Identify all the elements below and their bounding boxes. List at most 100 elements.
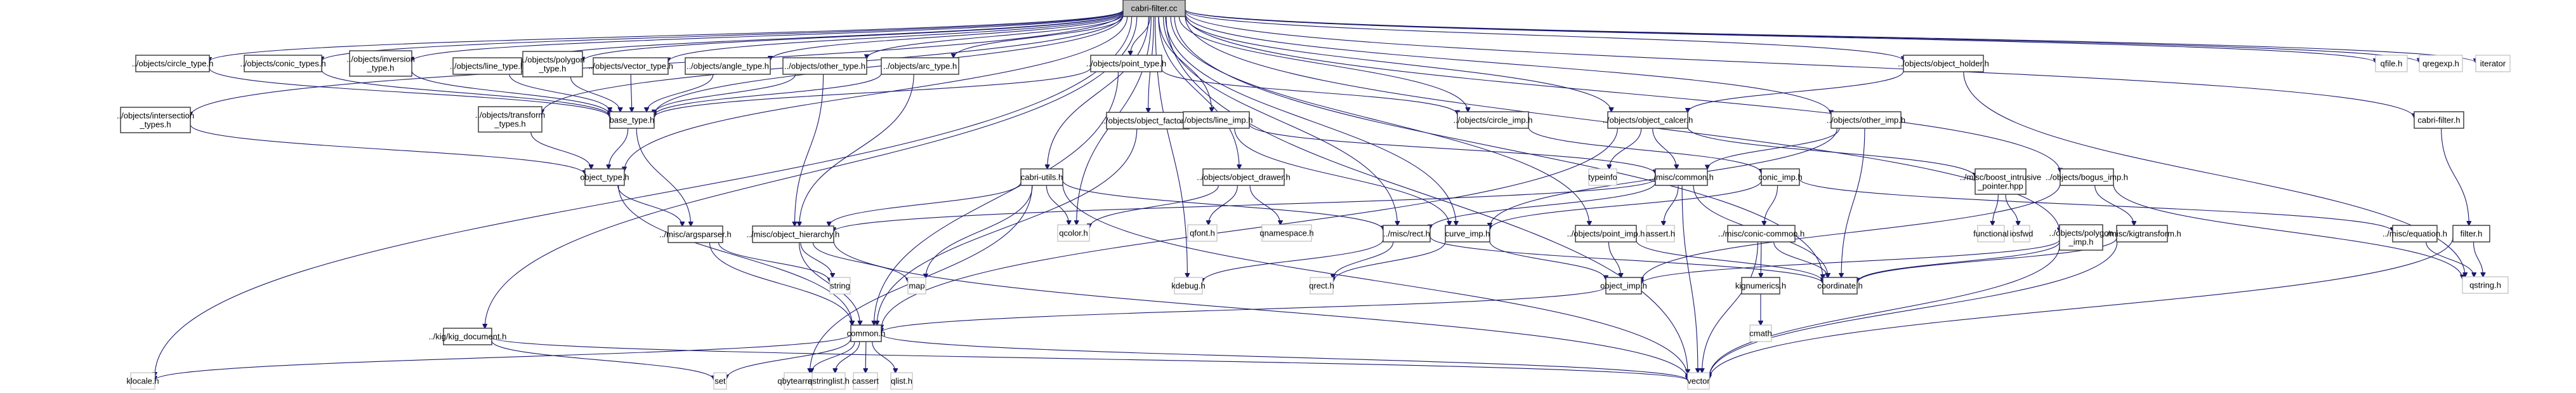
edge-common-to-cassert — [865, 341, 866, 373]
edge-base_type-to-argsparser — [636, 128, 691, 226]
node-object-imp[interactable]: object_imp.h — [1600, 277, 1647, 295]
node-equation[interactable]: ../misc/equation.h — [2382, 225, 2447, 243]
node-label: ../objects/circle_type.h — [132, 59, 214, 69]
node-point-type[interactable]: ../objects/point_type.h — [1086, 55, 1166, 72]
edge-object_factory-to-common — [877, 128, 1138, 325]
node-base-type[interactable]: base_type.h — [609, 111, 655, 129]
edge-object_type-to-argsparser — [617, 185, 683, 226]
node-label: ../misc/kigtransform.h — [2103, 229, 2181, 239]
node-angle-type[interactable]: ../objects/angle_type.h — [685, 57, 771, 75]
node-label: conic_imp.h — [1758, 173, 1802, 182]
edge-root-to-bogus_imp — [1185, 13, 2060, 173]
node-label: functional — [1973, 229, 2009, 239]
node-misc-common[interactable]: ../misc/common.h — [1649, 168, 1714, 186]
node-polygon-imp[interactable]: ../objects/polygon_imp.h — [2049, 224, 2113, 251]
node-label: assert.h — [1646, 229, 1675, 239]
node-label: ../objects/bogus_imp.h — [2046, 173, 2128, 182]
node-box — [850, 324, 882, 342]
node-circle-type[interactable]: ../objects/circle_type.h — [132, 55, 214, 72]
edge-kigtransform-to-vector — [1709, 241, 2118, 377]
node-point-imp[interactable]: ../objects/point_imp.h — [1567, 225, 1645, 243]
node-arc-type[interactable]: ../objects/arc_type.h — [881, 57, 959, 75]
node-string: string — [829, 277, 851, 295]
edge-polygon_type-to-base_type — [570, 76, 620, 112]
node-label: ../misc/common.h — [1649, 173, 1714, 182]
node-conic-imp[interactable]: conic_imp.h — [1758, 168, 1803, 186]
node-label: typeinfo — [1588, 173, 1617, 182]
edge-root-to-vector — [1166, 16, 1688, 373]
edge-root-to-line_imp — [1158, 16, 1212, 112]
node-object-drawer[interactable]: ../objects/object_drawer.h — [1197, 168, 1291, 186]
node-kdebug: kdebug.h — [1171, 277, 1206, 295]
node-argsparser[interactable]: ../misc/argsparser.h — [659, 225, 732, 243]
edge-kigtransform-to-coordinate — [1857, 237, 2117, 283]
node-label: qcolor.h — [1059, 229, 1088, 238]
node-label: cmath — [1749, 329, 1771, 338]
node-kigtransform[interactable]: ../misc/kigtransform.h — [2103, 225, 2181, 243]
node-root[interactable]: cabri-filter.cc — [1122, 0, 1186, 17]
node-object-calcer[interactable]: ../objects/object_calcer.h — [1603, 111, 1693, 129]
edge-conic_common-to-vector — [1702, 241, 1758, 373]
node-label: kignumerics.h — [1735, 281, 1786, 291]
node-line-imp[interactable]: ../objects/line_imp.h — [1180, 111, 1253, 129]
edge-circle_type-to-base_type — [209, 67, 610, 117]
node-conic-common[interactable]: ../misc/conic-common.h — [1718, 225, 1805, 243]
node-other-imp[interactable]: ../objects/other_imp.h — [1827, 111, 1905, 129]
edge-misc_common-to-assert_h — [1664, 185, 1679, 225]
node-box — [2414, 111, 2464, 129]
node-label: qstring.h — [2469, 281, 2501, 290]
node-bogus-imp[interactable]: ../objects/bogus_imp.h — [2046, 168, 2128, 186]
edge-bogus_imp-to-kigtransform — [2094, 185, 2134, 225]
node-qfont: qfont.h — [1187, 224, 1218, 242]
node-cabri-filter-h[interactable]: cabri-filter.h — [2414, 111, 2464, 129]
node-circle-imp[interactable]: ../objects/circle_imp.h — [1454, 111, 1533, 129]
edge-polygon_imp-to-object_imp — [1641, 239, 2060, 284]
edge-root-to-cabri_utils — [1048, 16, 1149, 169]
node-box — [1383, 225, 1431, 243]
node-rect[interactable]: ../misc/rect.h — [1383, 225, 1431, 243]
node-label: ../objects/line_imp.h — [1180, 116, 1253, 125]
node-object-type[interactable]: object_type.h — [580, 168, 629, 186]
node-curve-imp[interactable]: curve_imp.h — [1445, 225, 1490, 243]
node-vector-type[interactable]: ../objects/vector_type.h — [588, 57, 673, 75]
node-polygon-type[interactable]: ../objects/polygon_type.h — [520, 51, 585, 77]
node-object-holder[interactable]: ../objects/object_holder.h — [1898, 55, 1989, 72]
node-line-type[interactable]: ../objects/line_type.h — [450, 57, 525, 75]
node-label: ../misc/rect.h — [1383, 229, 1430, 239]
edge-cabri_filter_h-to-filter_h — [2441, 128, 2469, 225]
node-object-hierarchy[interactable]: ../misc/object_hierarchy.h — [747, 225, 839, 243]
node-intersection-types[interactable]: ../objects/intersection_types.h — [117, 107, 194, 133]
edge-circle_imp-to-conic_imp — [1528, 126, 1761, 173]
node-label: qnamespace.h — [1259, 229, 1313, 238]
node-object-factory[interactable]: ../objects/object_factory.h — [1101, 112, 1194, 130]
node-box — [478, 106, 542, 133]
node-other-type[interactable]: ../objects/other_type.h — [782, 57, 867, 75]
node-map: map — [907, 277, 926, 295]
node-kignumerics[interactable]: kignumerics.h — [1735, 277, 1786, 295]
node-label: cabri-filter.h — [2417, 116, 2460, 125]
node-coordinate[interactable]: coordinate.h — [1817, 277, 1863, 295]
node-label: qfont.h — [1190, 229, 1215, 238]
node-conic-types[interactable]: ../objects/conic_types.h — [240, 55, 326, 72]
edge-root-to-circle_imp — [1178, 16, 1468, 112]
node-transform-types[interactable]: ../objects/transform_types.h — [475, 106, 546, 133]
edge-cabri_utils-to-vector — [1062, 183, 1688, 377]
edge-base_type-to-object_type — [608, 128, 629, 169]
node-label: ../objects/object_factory.h — [1101, 116, 1194, 126]
node-box — [713, 372, 727, 390]
edge-line_imp-to-curve_imp — [1234, 128, 1449, 225]
node-boost-ptr[interactable]: ../misc/boost_intrusive_pointer.hpp — [1960, 168, 2042, 195]
edge-root-to-inversion_type — [412, 10, 1124, 61]
node-box — [1607, 111, 1688, 129]
edge-object_drawer-to-qfont — [1209, 185, 1238, 225]
node-cabri-utils[interactable]: cabri-utils.h — [1020, 168, 1063, 186]
node-box — [1310, 277, 1334, 295]
edge-common-to-qbytearray — [812, 341, 855, 373]
node-filter-h[interactable]: filter.h — [2452, 225, 2490, 243]
node-label: map — [909, 281, 924, 291]
node-inversion-type[interactable]: ../objects/inversion_type.h — [346, 50, 415, 77]
node-kig-document[interactable]: ../kig/kig_document.h — [429, 328, 507, 345]
node-common[interactable]: common.h — [847, 324, 886, 342]
node-label: common.h — [847, 329, 886, 338]
